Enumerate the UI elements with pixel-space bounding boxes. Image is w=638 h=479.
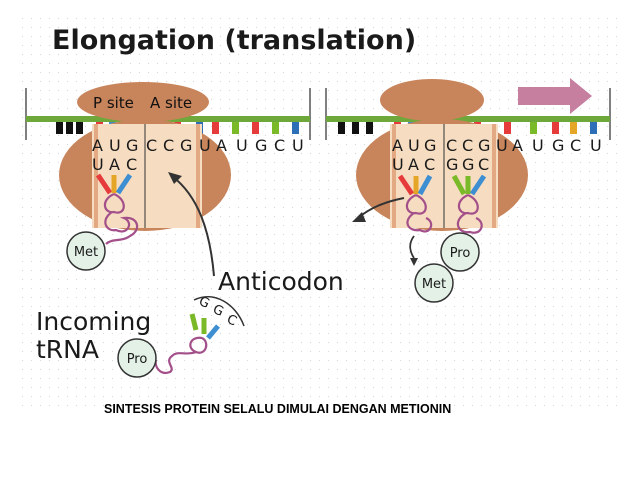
incoming-pro-label: Pro: [127, 352, 148, 367]
diagram-title: Elongation (translation): [52, 25, 416, 56]
anticodon-label: Anticodon: [218, 267, 344, 296]
incoming-label-line2: tRNA: [36, 335, 99, 364]
right-a-anticodon: G G C: [446, 155, 489, 174]
a-site-label: A site: [150, 94, 192, 112]
mrna-base: A: [512, 136, 523, 155]
small-ribosomal-subunit: [77, 82, 209, 122]
mrna-base: C: [446, 136, 457, 155]
mrna-base: G: [424, 136, 436, 155]
mrna-base: U: [199, 136, 211, 155]
small-ribosomal-subunit: [380, 79, 484, 121]
incoming-trna-group: Incoming tRNA G G C Pro: [36, 294, 245, 378]
pro-amino-acid: [440, 232, 480, 272]
peptide-transfer-arrow: [409, 235, 415, 259]
anticodon-pointer-arrow: [171, 175, 215, 277]
right-panel: A U G C C G U A U G C U U A C G G C: [325, 78, 611, 303]
trna-p-site: [95, 173, 139, 245]
mrna-base: C: [163, 136, 174, 155]
anticodon-base: C: [478, 155, 489, 174]
mrna-base: U: [590, 136, 602, 155]
anticodon-base: A: [109, 155, 120, 174]
anticodon-base: G: [446, 155, 458, 174]
mrna-base: U: [292, 136, 304, 155]
mrna-base: C: [146, 136, 157, 155]
mrna-base: U: [236, 136, 248, 155]
anticodon-base: C: [126, 155, 137, 174]
mrna-base: U: [408, 136, 420, 155]
incoming-trna-loop: [154, 336, 208, 374]
mrna-base: G: [180, 136, 192, 155]
mrna-base: U: [496, 136, 508, 155]
anticodon-base: C: [424, 155, 435, 174]
mrna-base: G: [126, 136, 138, 155]
anticodon-base: U: [92, 155, 104, 174]
mrna-strand: [326, 116, 610, 122]
left-mrna-codons: A U G C C G U A U G C U: [92, 136, 304, 155]
p-site-label: P site: [93, 94, 134, 112]
right-p-anticodon: U A C: [392, 155, 435, 174]
left-panel: P site A site A U G C C G U A U G C U U …: [25, 82, 311, 271]
pro-label: Pro: [450, 246, 471, 261]
incoming-anticodon-base: C: [224, 312, 239, 329]
translocation-arrow: [518, 78, 592, 114]
mrna-base: C: [462, 136, 473, 155]
met-label: Met: [74, 245, 98, 260]
incoming-anticodon-base: G: [210, 302, 225, 320]
anticodon-base: U: [392, 155, 404, 174]
mrna-base: C: [274, 136, 285, 155]
mrna-base: A: [392, 136, 403, 155]
mrna-base: A: [216, 136, 227, 155]
mrna-base: G: [552, 136, 564, 155]
mrna-base: U: [532, 136, 544, 155]
trna-a-site: [451, 174, 487, 234]
anticodon-base: G: [462, 155, 474, 174]
right-mrna-codons: A U G C C G U A U G C U: [392, 136, 602, 155]
incoming-label-line1: Incoming: [36, 307, 151, 336]
met-amino-acid: [66, 231, 106, 271]
mrna-base: G: [478, 136, 490, 155]
figure-panel: [18, 14, 620, 409]
anticodon-base: A: [408, 155, 419, 174]
mrna-base: C: [570, 136, 581, 155]
mrna-base: A: [92, 136, 103, 155]
left-anticodon: U A C: [92, 155, 137, 174]
pro-amino-acid: [117, 338, 157, 378]
met-amino-acid: [414, 263, 454, 303]
met-label: Met: [422, 277, 446, 292]
slide-caption: SINTESIS PROTEIN SELALU DIMULAI DENGAN M…: [104, 402, 452, 416]
mrna-base: U: [109, 136, 121, 155]
trna-p-site: [397, 174, 433, 233]
mrna-base: G: [255, 136, 267, 155]
